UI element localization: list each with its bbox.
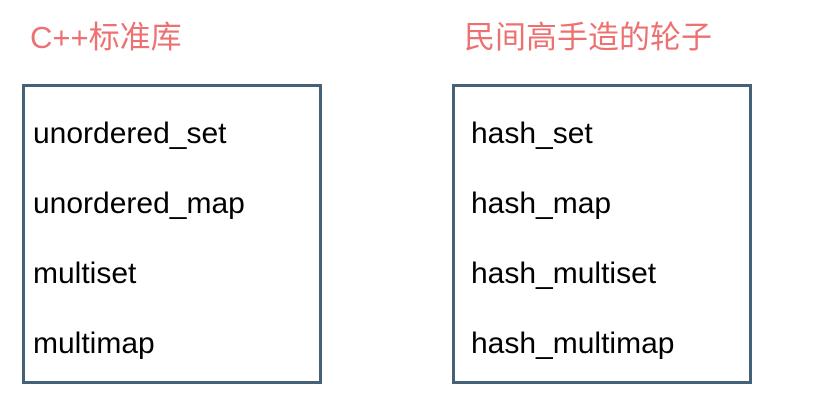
column-title-community-wheels: 民间高手造的轮子: [464, 20, 712, 55]
list-item: hash_multimap: [471, 327, 675, 360]
list-item: hash_map: [471, 187, 612, 220]
list-item: multimap: [33, 327, 155, 360]
list-item: unordered_map: [33, 187, 245, 220]
term-box-community-wheels: hash_set hash_map hash_multiset hash_mul…: [452, 84, 752, 384]
term-list-standard-library: unordered_set unordered_map multiset mul…: [25, 87, 319, 379]
list-item: hash_set: [471, 117, 593, 150]
list-item: unordered_set: [33, 117, 227, 150]
term-box-standard-library: unordered_set unordered_map multiset mul…: [22, 84, 322, 384]
list-item: multiset: [33, 257, 137, 290]
list-item: hash_multiset: [471, 257, 657, 290]
column-title-standard-library: C++标准库: [30, 20, 182, 55]
term-list-community-wheels: hash_set hash_map hash_multiset hash_mul…: [455, 87, 749, 379]
